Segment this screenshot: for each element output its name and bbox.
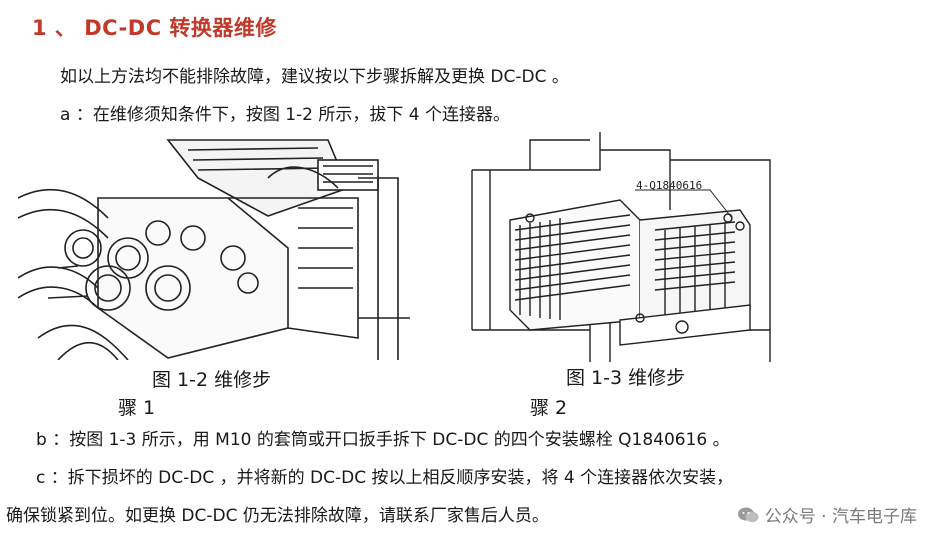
figure-1-3-caption-line1: 图 1-3 维修步 bbox=[566, 367, 686, 389]
figure-1-2-caption-line1: 图 1-2 维修步 bbox=[152, 369, 272, 391]
step-c-text-line2: 确保锁紧到位。如更换 DC-DC 仍无法排除故障，请联系厂家售后人员。 bbox=[6, 506, 549, 526]
section-title: 1 、 DC-DC 转换器维修 bbox=[32, 16, 277, 40]
step-c-text-line1: c ：拆下损坏的 DC-DC ，并将新的 DC-DC 按以上相反顺序安装，将 4… bbox=[36, 468, 734, 488]
watermark-text: 公众号 · 汽车电子库 bbox=[764, 507, 917, 527]
figure-1-3-caption-line2: 骤 2 bbox=[530, 397, 568, 419]
step-a-text: a ：在维修须知条件下，按图 1-2 所示，拔下 4 个连接器。 bbox=[60, 105, 511, 125]
wechat-icon bbox=[737, 507, 759, 522]
step-b-text: b ：按图 1-3 所示，用 M10 的套筒或开口扳手拆下 DC-DC 的四个安… bbox=[36, 430, 730, 450]
figure-1-3-drawing bbox=[471, 132, 771, 362]
watermark: 公众号 · 汽车电子库 bbox=[737, 502, 917, 527]
intro-paragraph: 如以上方法均不能排除故障，建议按以下步骤拆解及更换 DC-DC 。 bbox=[60, 67, 569, 87]
figure-1-2-drawing bbox=[18, 139, 410, 360]
bolt-callout-label: 4-Q1840616 bbox=[636, 179, 703, 192]
figure-1-2-caption-line2: 骤 1 bbox=[118, 397, 156, 419]
